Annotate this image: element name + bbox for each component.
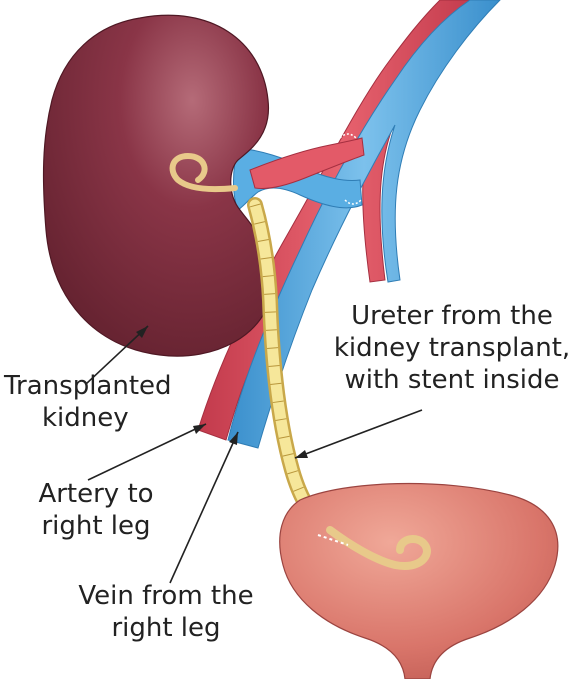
artery-label: Artery to right leg	[26, 478, 166, 542]
artery-label-line2: right leg	[26, 510, 166, 542]
ureter-pointer	[295, 410, 422, 458]
ureter-label-line3: with stent inside	[330, 364, 574, 396]
artery-label-line1: Artery to	[26, 478, 166, 510]
vein-label-line2: right leg	[66, 612, 266, 644]
vein-label: Vein from the right leg	[66, 580, 266, 644]
kidney-label: Transplanted kidney	[4, 370, 172, 434]
bladder-organ	[280, 484, 558, 679]
ureter-label: Ureter from the kidney transplant, with …	[330, 300, 574, 396]
kidney-label-line1: Transplanted	[4, 370, 172, 402]
kidney-label-line2: kidney	[4, 402, 172, 434]
vein-pointer	[170, 432, 238, 583]
ureter-label-line2: kidney transplant,	[330, 332, 574, 364]
ureter-label-line1: Ureter from the	[330, 300, 574, 332]
vein-label-line1: Vein from the	[66, 580, 266, 612]
ureter-pointer-head	[295, 450, 308, 458]
